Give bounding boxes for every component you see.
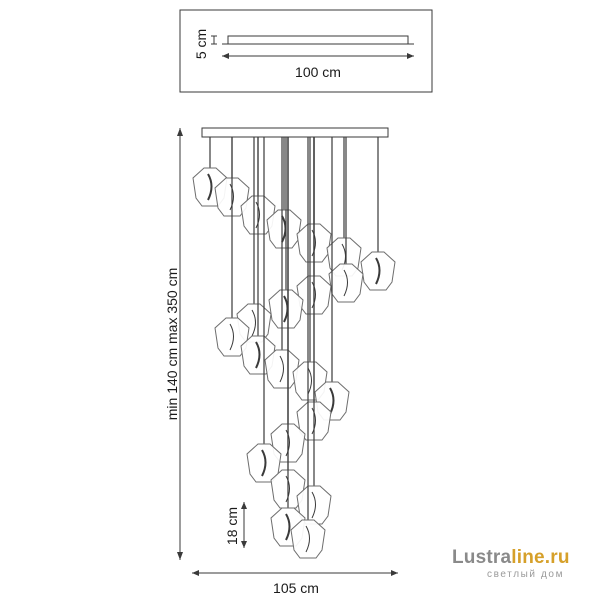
glass-shade: [268, 289, 304, 329]
width-dimension: 105 cm: [192, 570, 398, 596]
lamp-holder: [279, 355, 284, 383]
lamp-holder: [311, 229, 316, 257]
lamp-holder: [375, 257, 381, 285]
lamp-holder: [311, 407, 316, 435]
lamp-holder: [285, 513, 291, 541]
glass-shade: [266, 209, 302, 249]
logo-tagline: светлый дом: [487, 569, 565, 580]
total-width-label: 105 cm: [273, 580, 319, 596]
lamp-holder: [285, 429, 290, 457]
glass-shade: [290, 519, 326, 559]
logo-brand-part1: Lustra: [452, 547, 512, 568]
logo-brand-part2: line.ru: [511, 547, 570, 568]
shade-height-label: 18 cm: [224, 507, 240, 545]
height-dimension: min 140 cm max 350 cm: [164, 128, 183, 560]
canopy-plate-detail: [227, 35, 409, 45]
canopy-length-label: 100 cm: [295, 64, 341, 80]
lamp-holder: [311, 491, 316, 519]
lamp-holder: [229, 183, 234, 211]
canopy-height-label: 5 cm: [193, 29, 209, 59]
lamp-holder: [207, 173, 213, 201]
lamp-holder: [311, 281, 316, 309]
glass-shade: [264, 349, 300, 389]
lamp-holder: [255, 341, 261, 369]
pendant-lights: [192, 137, 396, 559]
lamp-holder: [305, 525, 310, 553]
lamp-holder: [261, 449, 267, 477]
glass-shade: [214, 317, 250, 357]
glass-shade: [360, 251, 396, 291]
glass-shade: [328, 263, 364, 303]
shade-height-dimension: 18 cm: [224, 502, 247, 548]
total-height-label: min 140 cm max 350 cm: [164, 268, 180, 421]
lamp-holder: [307, 367, 312, 395]
ceiling-canopy: [201, 127, 389, 138]
lamp-holder: [255, 201, 260, 229]
lamp-holder: [229, 323, 234, 351]
lamp-holder: [285, 475, 290, 503]
lustraline-logo: Lustraline.ru: [452, 547, 570, 569]
lamp-holder: [343, 269, 348, 297]
glass-shade: [296, 485, 332, 525]
lamp-holder: [251, 309, 256, 337]
canopy-detail-box: 5 cm 100 cm: [179, 9, 433, 93]
